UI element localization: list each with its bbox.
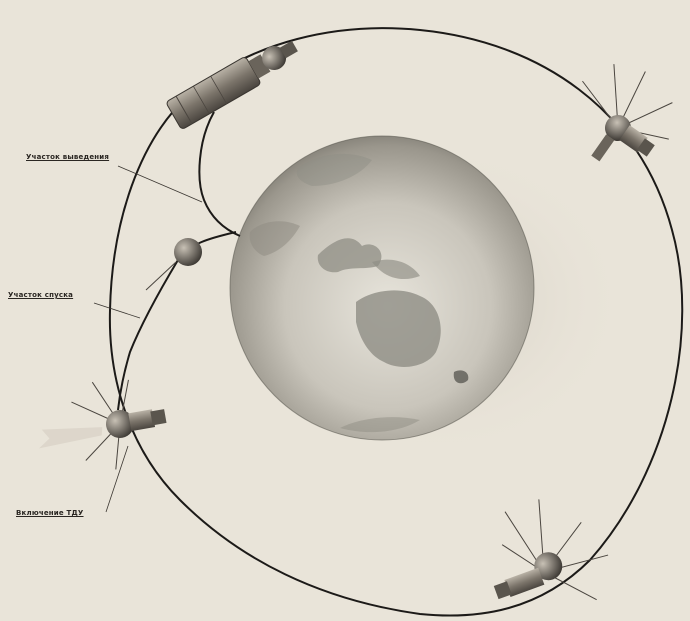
launch-vehicle-stage-icon — [166, 32, 303, 130]
launch-trajectory — [199, 112, 240, 236]
spacecraft-icon — [471, 484, 621, 621]
label-descent-segment: Участок спуска — [8, 291, 73, 300]
label-retro-engine-ignition: Включение ТДУ — [16, 509, 84, 518]
earth-globe-icon — [230, 136, 534, 440]
spacecraft-icon — [550, 45, 690, 187]
label-launch-segment: Участок выведения — [26, 153, 109, 162]
leader-line-descent — [94, 303, 140, 318]
leader-line-launch — [118, 166, 202, 202]
descent-capsule-icon — [146, 238, 202, 290]
